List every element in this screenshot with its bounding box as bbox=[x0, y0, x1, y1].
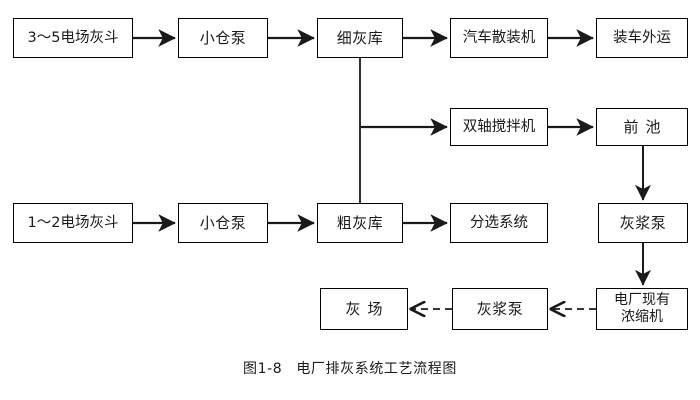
node-small-bin-pump-top[interactable]: 小仓泵 bbox=[178, 18, 268, 58]
node-hopper-field-1-2[interactable]: 1～2电场灰斗 bbox=[13, 203, 133, 243]
node-coarse-ash-silo[interactable]: 粗灰库 bbox=[317, 203, 403, 243]
node-slurry-pump-lower[interactable]: 灰浆泵 bbox=[452, 288, 548, 330]
figure-number: 图1-8 bbox=[243, 361, 283, 377]
node-small-bin-pump-bottom[interactable]: 小仓泵 bbox=[178, 203, 268, 243]
node-ash-yard[interactable]: 灰场 bbox=[320, 288, 408, 330]
node-truck-transport-out[interactable]: 装车外运 bbox=[596, 18, 688, 58]
figure-title: 电厂排灰系统工艺流程图 bbox=[296, 361, 457, 377]
node-fine-ash-silo[interactable]: 细灰库 bbox=[317, 18, 403, 58]
figure-caption: 图1-8 电厂排灰系统工艺流程图 bbox=[0, 358, 700, 378]
node-slurry-pump-upper[interactable]: 灰浆泵 bbox=[598, 203, 688, 243]
node-sorting-system[interactable]: 分选系统 bbox=[450, 203, 548, 243]
node-existing-plant-thickener[interactable]: 电厂现有 浓缩机 bbox=[596, 288, 688, 330]
node-twin-shaft-mixer[interactable]: 双轴搅拌机 bbox=[450, 108, 548, 146]
node-hopper-field-3-5[interactable]: 3～5电场灰斗 bbox=[13, 18, 133, 58]
node-truck-bulk-loader[interactable]: 汽车散装机 bbox=[450, 18, 548, 58]
node-front-pool[interactable]: 前池 bbox=[596, 108, 688, 146]
